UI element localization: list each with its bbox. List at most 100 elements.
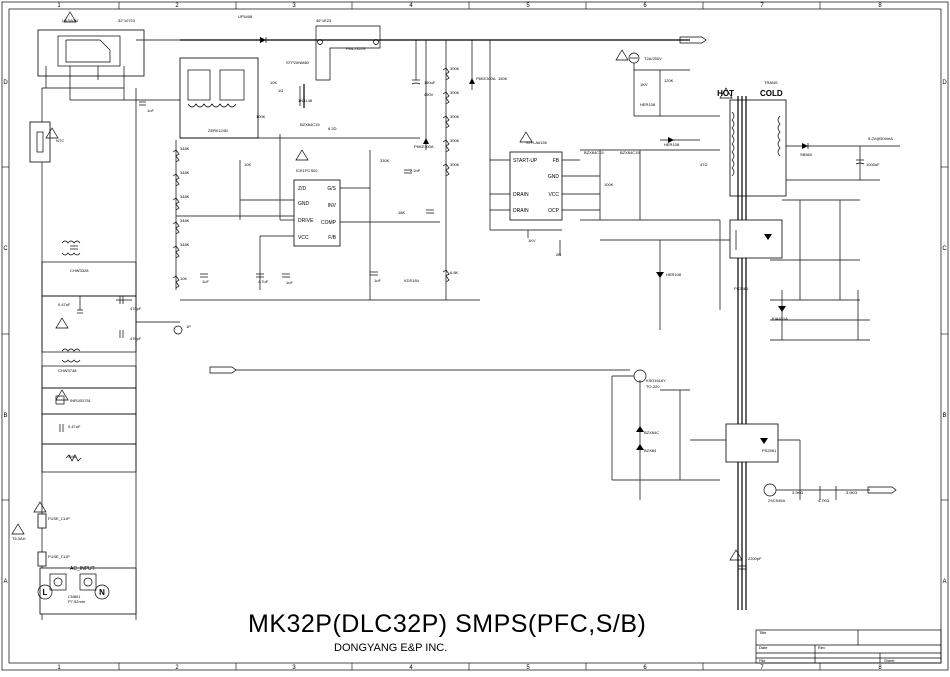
component-label-fh801a: FUSE_CLIP <box>48 554 70 559</box>
grid-col-7: 7 <box>760 3 764 9</box>
grid-row-c: C <box>3 246 8 252</box>
grid-row-c-right: C <box>942 246 947 252</box>
cold-side-label: COLD <box>760 89 783 98</box>
component-label-rp801: 348K <box>180 146 190 151</box>
component-label-r802: 47Ω <box>700 162 707 167</box>
component-label-rp806: 10K <box>180 276 187 281</box>
ic-pin-label: INV <box>328 203 337 209</box>
schematic-title: MK32P(DLC32P) SMPS(PFC,S/B) <box>248 610 646 638</box>
ic-pin-label: START-UP <box>513 158 538 164</box>
component-label-dz803: BZX84C15 <box>584 150 604 155</box>
title-block-title: Title <box>759 630 767 635</box>
ic-pin-label: F/B <box>328 235 336 241</box>
component-label-cy802s: 470pF <box>130 336 142 341</box>
hot-side-label: HOT <box>717 89 734 98</box>
pfc-inductor-l801 <box>179 57 259 139</box>
ic-pin-label: GND <box>298 201 310 207</box>
net-label-box <box>209 366 237 374</box>
grid-col-2-bottom: 2 <box>175 665 179 671</box>
component-label-zd851: KIA431A <box>772 316 788 321</box>
component-label-cp803_v: 450V <box>424 92 434 97</box>
grid-col-3: 3 <box>292 3 296 9</box>
component-label-rp811: 300K <box>450 114 460 119</box>
component-label-th801: NTC <box>56 138 64 143</box>
ic-pin-label: Z/D <box>298 186 306 192</box>
fuse-clip-fh801s <box>37 513 47 529</box>
component-label-cm801: 1KV <box>528 238 536 243</box>
ic-pin-label: FB <box>553 158 560 164</box>
component-label-zd804: BZX84 <box>644 448 657 453</box>
grid-col-4-bottom: 4 <box>409 665 413 671</box>
component-label-cy801s: 470pF <box>130 306 142 311</box>
component-label-r804: 100K <box>256 114 266 119</box>
component-label-fr801s: T6.3AH <box>12 536 26 541</box>
warning-triangle-icon <box>55 389 69 401</box>
component-label-cx802s: 0.47uF <box>58 302 71 307</box>
warning-triangle-icon <box>729 549 743 561</box>
grid-col-4: 4 <box>409 3 413 9</box>
ic-pin-label: DRAIN <box>513 208 529 214</box>
cn801-label: CN801 <box>68 594 81 599</box>
component-label-rp808: 330K <box>380 158 390 163</box>
component-label-rp807: 10K <box>244 162 251 167</box>
component-label-zd805: BZX84C <box>644 430 659 435</box>
warning-triangle-icon <box>63 11 77 23</box>
standby-controller-ic <box>509 151 563 221</box>
bridge-rectifier-inner <box>57 35 121 67</box>
grid-row-d-right: D <box>942 80 947 86</box>
grid-col-5-bottom: 5 <box>526 665 530 671</box>
component-label-r851: 3.9KΩ <box>792 490 803 495</box>
pfc-controller-ic <box>293 179 341 247</box>
grid-labels: 1 2 3 4 5 6 7 8 1 2 3 4 5 6 7 8 D C B A … <box>3 3 947 671</box>
ic-pin-label: G/S <box>327 186 336 192</box>
component-label-vx801s: INR10D751 <box>70 398 92 403</box>
cn801-type-label: P7.92mm <box>68 599 86 604</box>
neutral-terminal-label: N <box>99 588 105 597</box>
warning-triangle-icon <box>519 131 533 143</box>
component-label-rp809: 300K <box>450 66 460 71</box>
ac-input-label: AC_INPUT <box>70 566 95 572</box>
title-block-date: Date <box>759 645 768 650</box>
component-label-rp814: 6.8K <box>450 270 459 275</box>
component-label-d851: SB560 <box>800 152 813 157</box>
title-block-rev: Rev <box>818 645 825 650</box>
component-label-pc801s: PS2561 <box>762 448 777 453</box>
grid-row-a: A <box>3 579 7 585</box>
component-label-bd801s: UKS60M <box>62 18 78 23</box>
grid-col-7-bottom: 7 <box>760 665 764 671</box>
grid-row-a-right: A <box>942 579 946 585</box>
live-terminal <box>37 584 53 600</box>
component-label-r853: 4.7KΩ <box>818 498 829 503</box>
transistor-q851 <box>763 483 777 497</box>
component-label-rp803: 348K <box>180 194 190 199</box>
component-label-rp805: 348K <box>180 242 190 247</box>
ac-input-connector <box>39 567 137 615</box>
grid-col-2: 2 <box>175 3 179 9</box>
bridge-rectifier-block <box>37 29 145 77</box>
pfc-out-label-box <box>679 36 707 44</box>
component-label-r803: 1Ω <box>278 88 283 93</box>
standby-section <box>489 40 900 610</box>
component-label-cx801s: 0.47uF <box>68 424 81 429</box>
safety-warning-icons <box>11 11 743 561</box>
component-label-d802b: HER108 <box>664 142 680 147</box>
component-label-fh801s: FUSE_CLIP <box>48 516 70 521</box>
component-label-q801_pkg: TO-220 <box>646 384 660 389</box>
ic-pin-label: DRIVE <box>298 218 314 224</box>
live-terminal-label: L <box>43 588 48 597</box>
heatsink-outline <box>65 39 111 63</box>
component-label-r852: 3.9KΩ <box>846 490 857 495</box>
grid-col-1-bottom: 1 <box>57 665 61 671</box>
component-label-l801: ZER0124N <box>208 128 228 133</box>
warning-triangle-icon <box>295 149 309 161</box>
component-label-rp812: 300K <box>450 138 460 143</box>
standby-ic-pin-labels: START-UP DRAIN DRAIN FB GND VCC OCP <box>513 158 560 214</box>
ic-pin-label: VCC <box>298 235 309 241</box>
common-mode-choke-lx802 <box>61 240 81 256</box>
grid-col-5: 5 <box>526 3 530 9</box>
component-label-d801: UF5408 <box>238 14 253 19</box>
component-label-lx801s: CHW3748 <box>58 368 77 373</box>
